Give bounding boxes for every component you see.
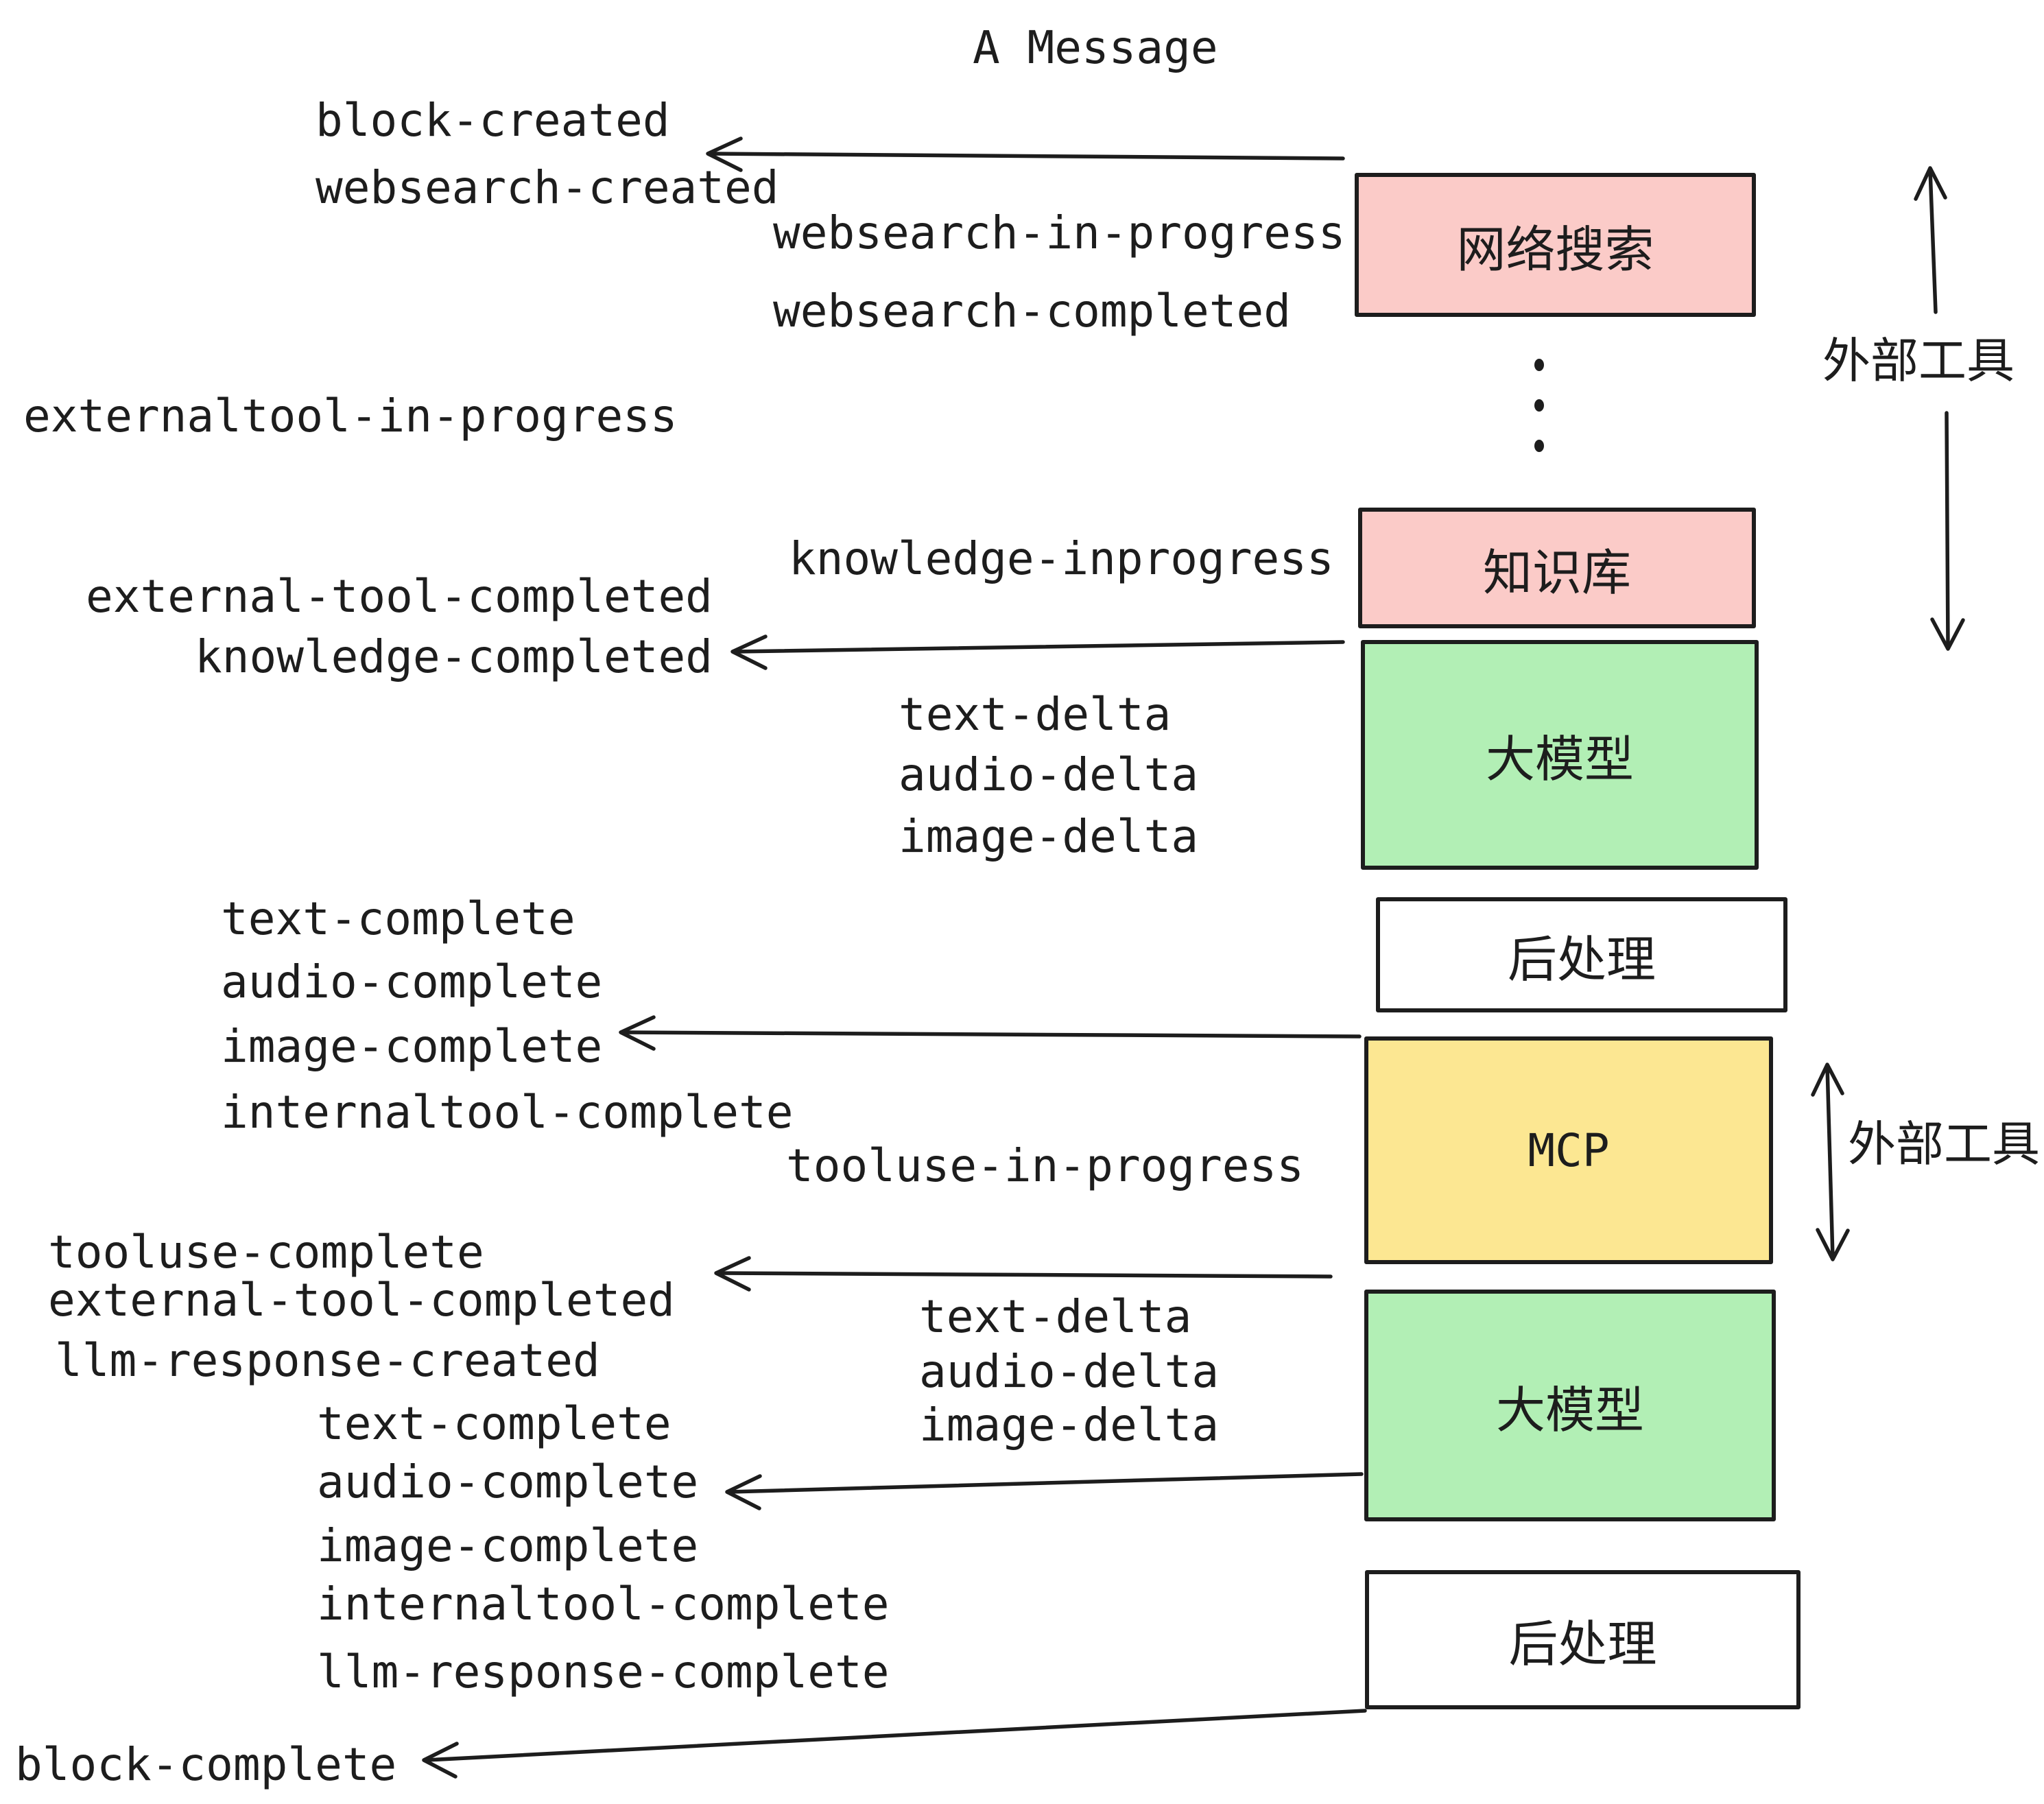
box-postprocess-1: 后处理 [1376, 897, 1787, 1012]
event-label-websearch-in-progress: websearch-in-progress [773, 206, 1346, 259]
box-mcp-label: MCP [1528, 1124, 1610, 1177]
box-postprocess-1-label: 后处理 [1507, 930, 1656, 988]
event-label-image-complete-2: image-complete [317, 1519, 699, 1572]
event-label-tooluse-complete: tooluse-complete [48, 1226, 484, 1279]
box-postprocess-2: 后处理 [1365, 1570, 1801, 1709]
event-label-audio-complete-2: audio-complete [317, 1456, 699, 1508]
arrow-to-image-complete [619, 1015, 1362, 1051]
event-label-internaltool-complete: internaltool-complete [221, 1086, 794, 1139]
diagram-title: A Message [973, 21, 1218, 74]
event-label-tooluse-in-progress: tooluse-in-progress [786, 1139, 1304, 1192]
box-llm-1-label: 大模型 [1485, 731, 1634, 788]
event-label-text-delta-2: text-delta [919, 1290, 1192, 1343]
event-label-external-tool-completed-2: external-tool-completed [48, 1274, 675, 1327]
external-tool-label-top: 外部工具 [1822, 333, 2015, 389]
event-label-knowledge-inprogress: knowledge-inprogress [789, 532, 1334, 585]
event-label-block-created: block-created [316, 94, 670, 147]
event-label-externaltool-in-progress: externaltool-in-progress [23, 390, 678, 442]
event-label-image-complete: image-complete [221, 1020, 603, 1073]
box-mcp: MCP [1364, 1036, 1773, 1264]
event-label-audio-complete: audio-complete [221, 956, 603, 1008]
event-label-knowledge-completed: knowledge-completed [195, 630, 713, 683]
box-llm-2: 大模型 [1364, 1290, 1776, 1521]
event-label-text-complete: text-complete [221, 892, 575, 945]
arrow-to-tooluse-complete [714, 1256, 1333, 1292]
event-label-text-delta: text-delta [899, 688, 1172, 741]
event-label-external-tool-completed: external-tool-completed [86, 570, 713, 623]
arrow-to-knowledge-completed [730, 634, 1345, 670]
box-knowledge-label: 知识库 [1482, 543, 1631, 602]
event-label-llm-response-complete: llm-response-complete [317, 1646, 890, 1698]
box-llm-1: 大模型 [1361, 640, 1759, 870]
event-label-websearch-created: websearch-created [316, 161, 779, 214]
external-tool-span-arrow-mid [1811, 1063, 1850, 1261]
box-postprocess-2-label: 后处理 [1508, 1615, 1657, 1673]
event-label-llm-response-created: llm-response-created [55, 1334, 600, 1387]
arrow-to-block-complete [422, 1709, 1367, 1779]
event-label-audio-delta: audio-delta [899, 748, 1199, 801]
event-label-websearch-completed: websearch-completed [773, 285, 1291, 337]
event-label-image-delta-2: image-delta [919, 1399, 1220, 1451]
arrow-to-websearch-created [706, 137, 1345, 172]
ellipsis-dots-icon [1534, 359, 1544, 452]
event-label-audio-delta-2: audio-delta [919, 1345, 1220, 1398]
box-llm-2-label: 大模型 [1495, 1381, 1644, 1439]
box-websearch-label: 网络搜索 [1456, 220, 1654, 278]
event-label-block-complete: block-complete [15, 1738, 397, 1791]
box-websearch: 网络搜索 [1355, 173, 1756, 317]
event-label-image-delta: image-delta [899, 810, 1199, 863]
arrow-to-audio-complete [725, 1472, 1364, 1510]
box-knowledge: 知识库 [1358, 508, 1756, 628]
event-label-text-complete-2: text-complete [317, 1397, 672, 1450]
event-label-internaltool-complete-2: internaltool-complete [317, 1578, 890, 1630]
external-tool-span-arrow-top [1914, 166, 1965, 651]
external-tool-label-mid: 外部工具 [1848, 1116, 2040, 1172]
